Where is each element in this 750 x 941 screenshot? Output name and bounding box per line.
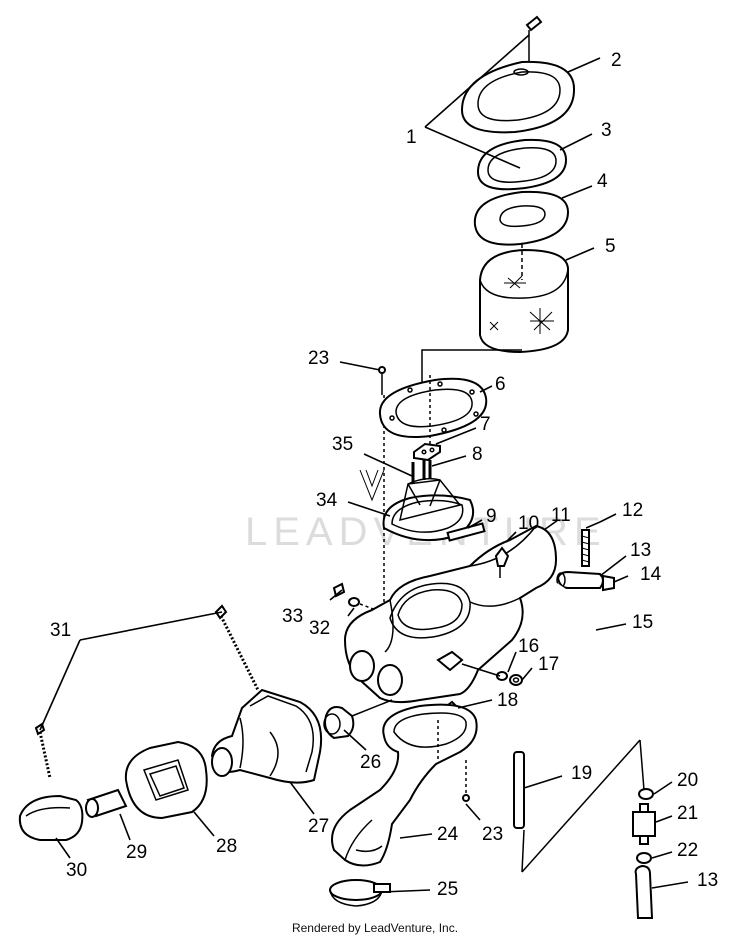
callout-25: 25 <box>437 879 458 900</box>
part-32-washer <box>348 597 377 611</box>
part-12-clamp <box>581 521 601 567</box>
part-4-filter-plate <box>473 190 570 246</box>
callout-5: 5 <box>605 236 616 257</box>
part-14-fitting <box>602 574 615 592</box>
callout-numbers: 1 2 3 4 5 23 6 7 8 35 34 9 10 11 12 13 1… <box>50 50 718 900</box>
part-20-clamp <box>638 788 654 800</box>
part-27-intake-boot <box>210 688 322 784</box>
callout-9: 9 <box>486 506 497 527</box>
callout-11: 11 <box>551 505 571 526</box>
callout-6: 6 <box>495 374 506 395</box>
callout-16: 16 <box>518 636 539 657</box>
callout-18: 18 <box>497 690 518 711</box>
part-13-hose-upper <box>556 570 604 589</box>
part-19-drain-hose <box>513 751 525 829</box>
part-16-plug <box>496 671 508 681</box>
callout-14: 14 <box>640 564 662 585</box>
callout-29: 29 <box>126 842 147 863</box>
callout-32: 32 <box>309 618 330 639</box>
credit-line: Rendered by LeadVenture, Inc. <box>291 921 459 935</box>
callout-33: 33 <box>282 606 303 627</box>
leader-lines <box>39 34 689 893</box>
callout-17: 17 <box>538 654 559 675</box>
callout-1: 1 <box>406 127 417 148</box>
callout-34: 34 <box>316 490 338 511</box>
part-26-intake-coupler <box>323 699 393 740</box>
part-28-grille-frame <box>124 740 208 820</box>
callout-8: 8 <box>472 444 483 465</box>
callout-35: 35 <box>332 434 353 455</box>
part-10-fitting <box>494 546 510 578</box>
callout-27: 27 <box>308 816 329 837</box>
callout-15: 15 <box>632 612 653 633</box>
callout-23-lower: 23 <box>482 824 503 845</box>
part-17-washer <box>509 674 523 686</box>
part-25-clamp <box>329 879 391 907</box>
callout-23-upper: 23 <box>308 348 329 369</box>
part-30-cover <box>18 794 84 841</box>
part-7-retainer-plate <box>413 442 441 462</box>
part-8-stud <box>422 460 432 480</box>
part-11-air-box <box>343 522 558 704</box>
callout-21: 21 <box>677 803 698 824</box>
part-3-gasket <box>476 138 568 191</box>
callout-22: 22 <box>677 840 698 861</box>
part-23-screw-lower <box>462 760 470 802</box>
callout-30: 30 <box>66 860 87 881</box>
callout-19: 19 <box>571 763 592 784</box>
part-5-filter-element <box>479 248 569 354</box>
callout-20: 20 <box>677 770 698 791</box>
part-2-air-filter-cover <box>460 60 576 134</box>
callout-3: 3 <box>601 120 612 141</box>
part-6-intake-gasket <box>378 377 488 438</box>
callout-12: 12 <box>622 500 643 521</box>
callout-24: 24 <box>437 824 459 845</box>
part-13-hose-lower <box>634 864 654 919</box>
part-29-tube <box>85 788 128 818</box>
part-21-inline-filter <box>632 803 656 845</box>
callout-7: 7 <box>480 414 491 435</box>
callout-4: 4 <box>597 171 608 192</box>
part-23-screw-upper <box>378 366 386 395</box>
callout-10: 10 <box>518 513 539 534</box>
part-33-screw <box>332 582 346 598</box>
callout-26: 26 <box>360 752 381 773</box>
callout-28: 28 <box>216 836 237 857</box>
callout-31: 31 <box>50 620 71 641</box>
callout-2: 2 <box>611 50 622 71</box>
callout-13-lower: 13 <box>697 870 718 891</box>
callout-13-upper: 13 <box>630 540 651 561</box>
part-34-velocity-stack <box>382 477 474 542</box>
part-22-clamp <box>636 852 652 864</box>
